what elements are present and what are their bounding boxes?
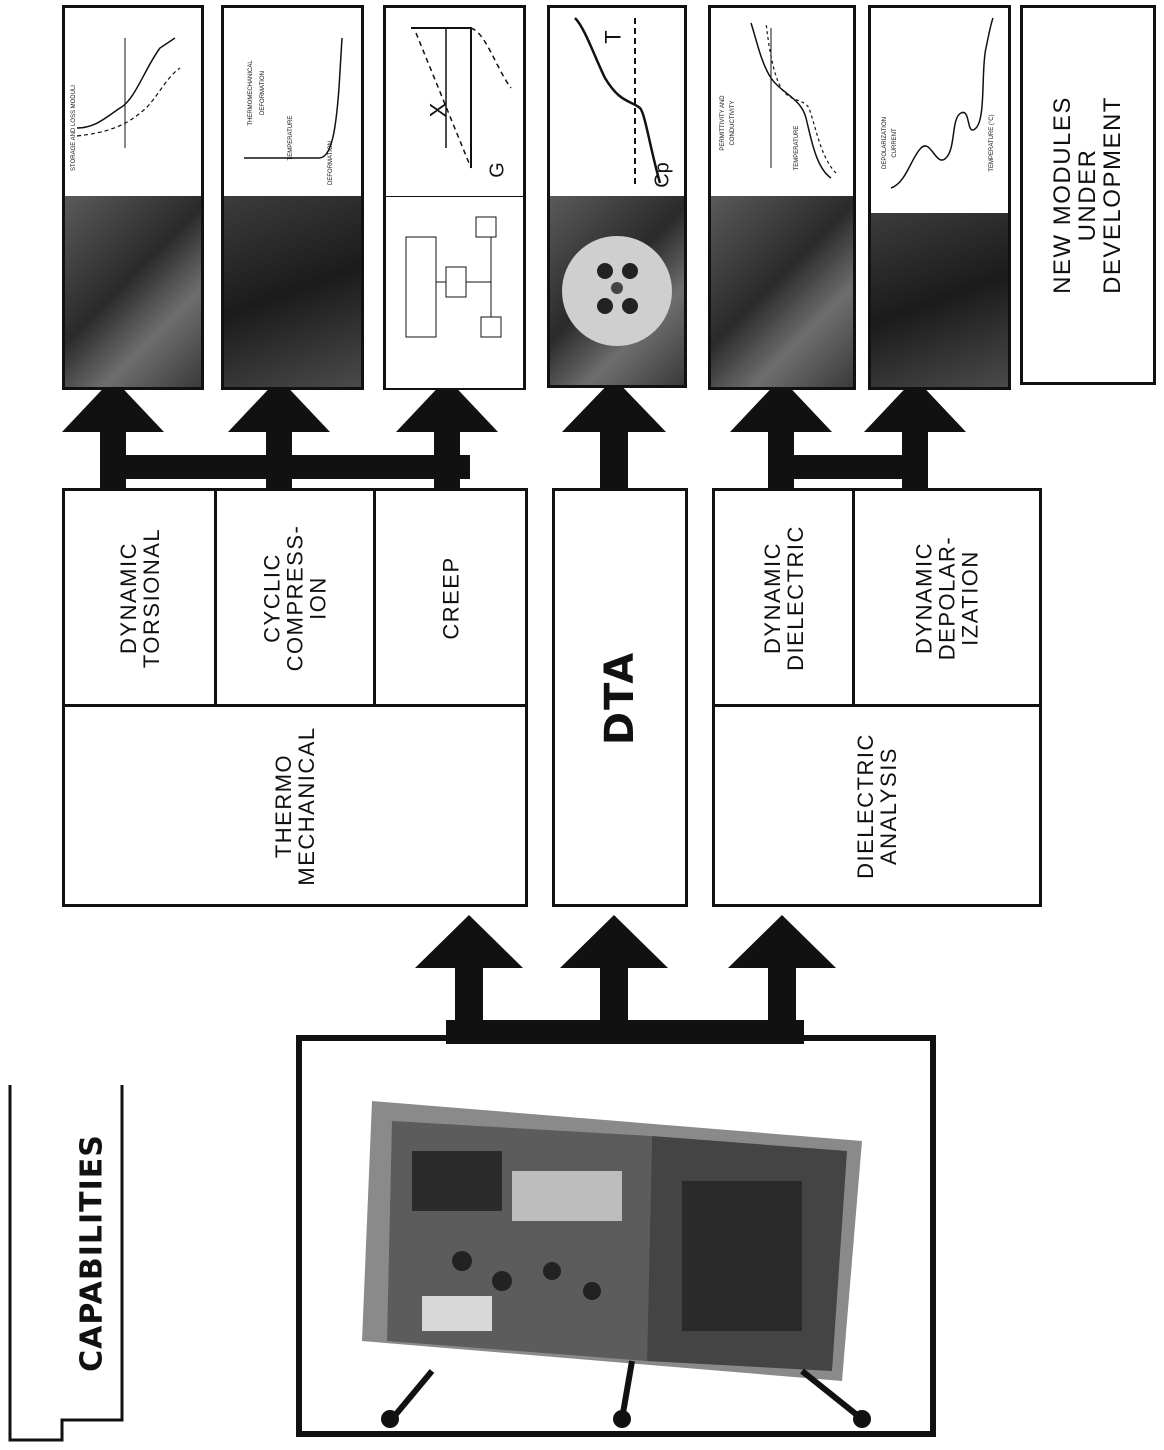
module-dynamic-dielectric: DYNAMIC DIELECTRIC <box>712 488 855 707</box>
panel-creep: G X <box>383 5 526 390</box>
module-cyclic-compression: CYCLIC COMPRESS- ION <box>214 488 376 707</box>
dta-sample-holder-photo <box>550 196 684 385</box>
module-creep: CREEP <box>373 488 528 707</box>
torsional-apparatus-photo <box>65 196 201 387</box>
thermomechanical-deformation-graph: THERMOMECHANICAL DEFORMATION TEMPERATURE… <box>224 8 361 196</box>
panel-dynamic-torsional: STORAGE AND LOSS MODULI <box>62 5 204 390</box>
creep-graph: G X <box>386 8 523 196</box>
dielectric-electrodes-photo <box>711 196 853 387</box>
category-dielectric-analysis: DIELECTRIC ANALYSIS <box>712 704 1042 907</box>
module-dynamic-depolarization: DYNAMIC DEPOLAR- IZATION <box>852 488 1042 707</box>
depolarization-current-graph: DEPOLARIZATION CURRENT TEMPERATURE (°C) <box>871 8 1008 208</box>
creep-schematic <box>386 196 523 388</box>
panel-dynamic-dielectric: PERMITTIVITY AND CONDUCTIVITY TEMPERATUR… <box>708 5 856 390</box>
panel-dynamic-depolarization: DEPOLARIZATION CURRENT TEMPERATURE (°C) <box>868 5 1011 390</box>
category-thermo-mechanical: THERMO MECHANICAL <box>62 704 528 907</box>
storage-loss-moduli-graph: STORAGE AND LOSS MODULI <box>65 8 201 196</box>
module-dynamic-torsional: DYNAMIC TORSIONAL <box>62 488 217 707</box>
capabilities-title: CAPABILITIES <box>62 1085 122 1420</box>
permittivity-conductivity-graph: PERMITTIVITY AND CONDUCTIVITY TEMPERATUR… <box>711 8 853 196</box>
new-modules-box: NEW MODULES UNDER DEVELOPMENT <box>1020 5 1156 385</box>
panel-cyclic-compression: THERMOMECHANICAL DEFORMATION TEMPERATURE… <box>221 5 364 390</box>
panel-dta: Cp T <box>547 5 687 388</box>
instrument-photo-frame <box>296 1035 936 1437</box>
compression-apparatus-photo <box>224 196 361 387</box>
dta-graph: Cp T <box>550 8 684 196</box>
depolarization-apparatus-photo <box>871 213 1008 387</box>
category-dta: DTA <box>552 488 688 907</box>
instrument-photo <box>302 1041 930 1431</box>
